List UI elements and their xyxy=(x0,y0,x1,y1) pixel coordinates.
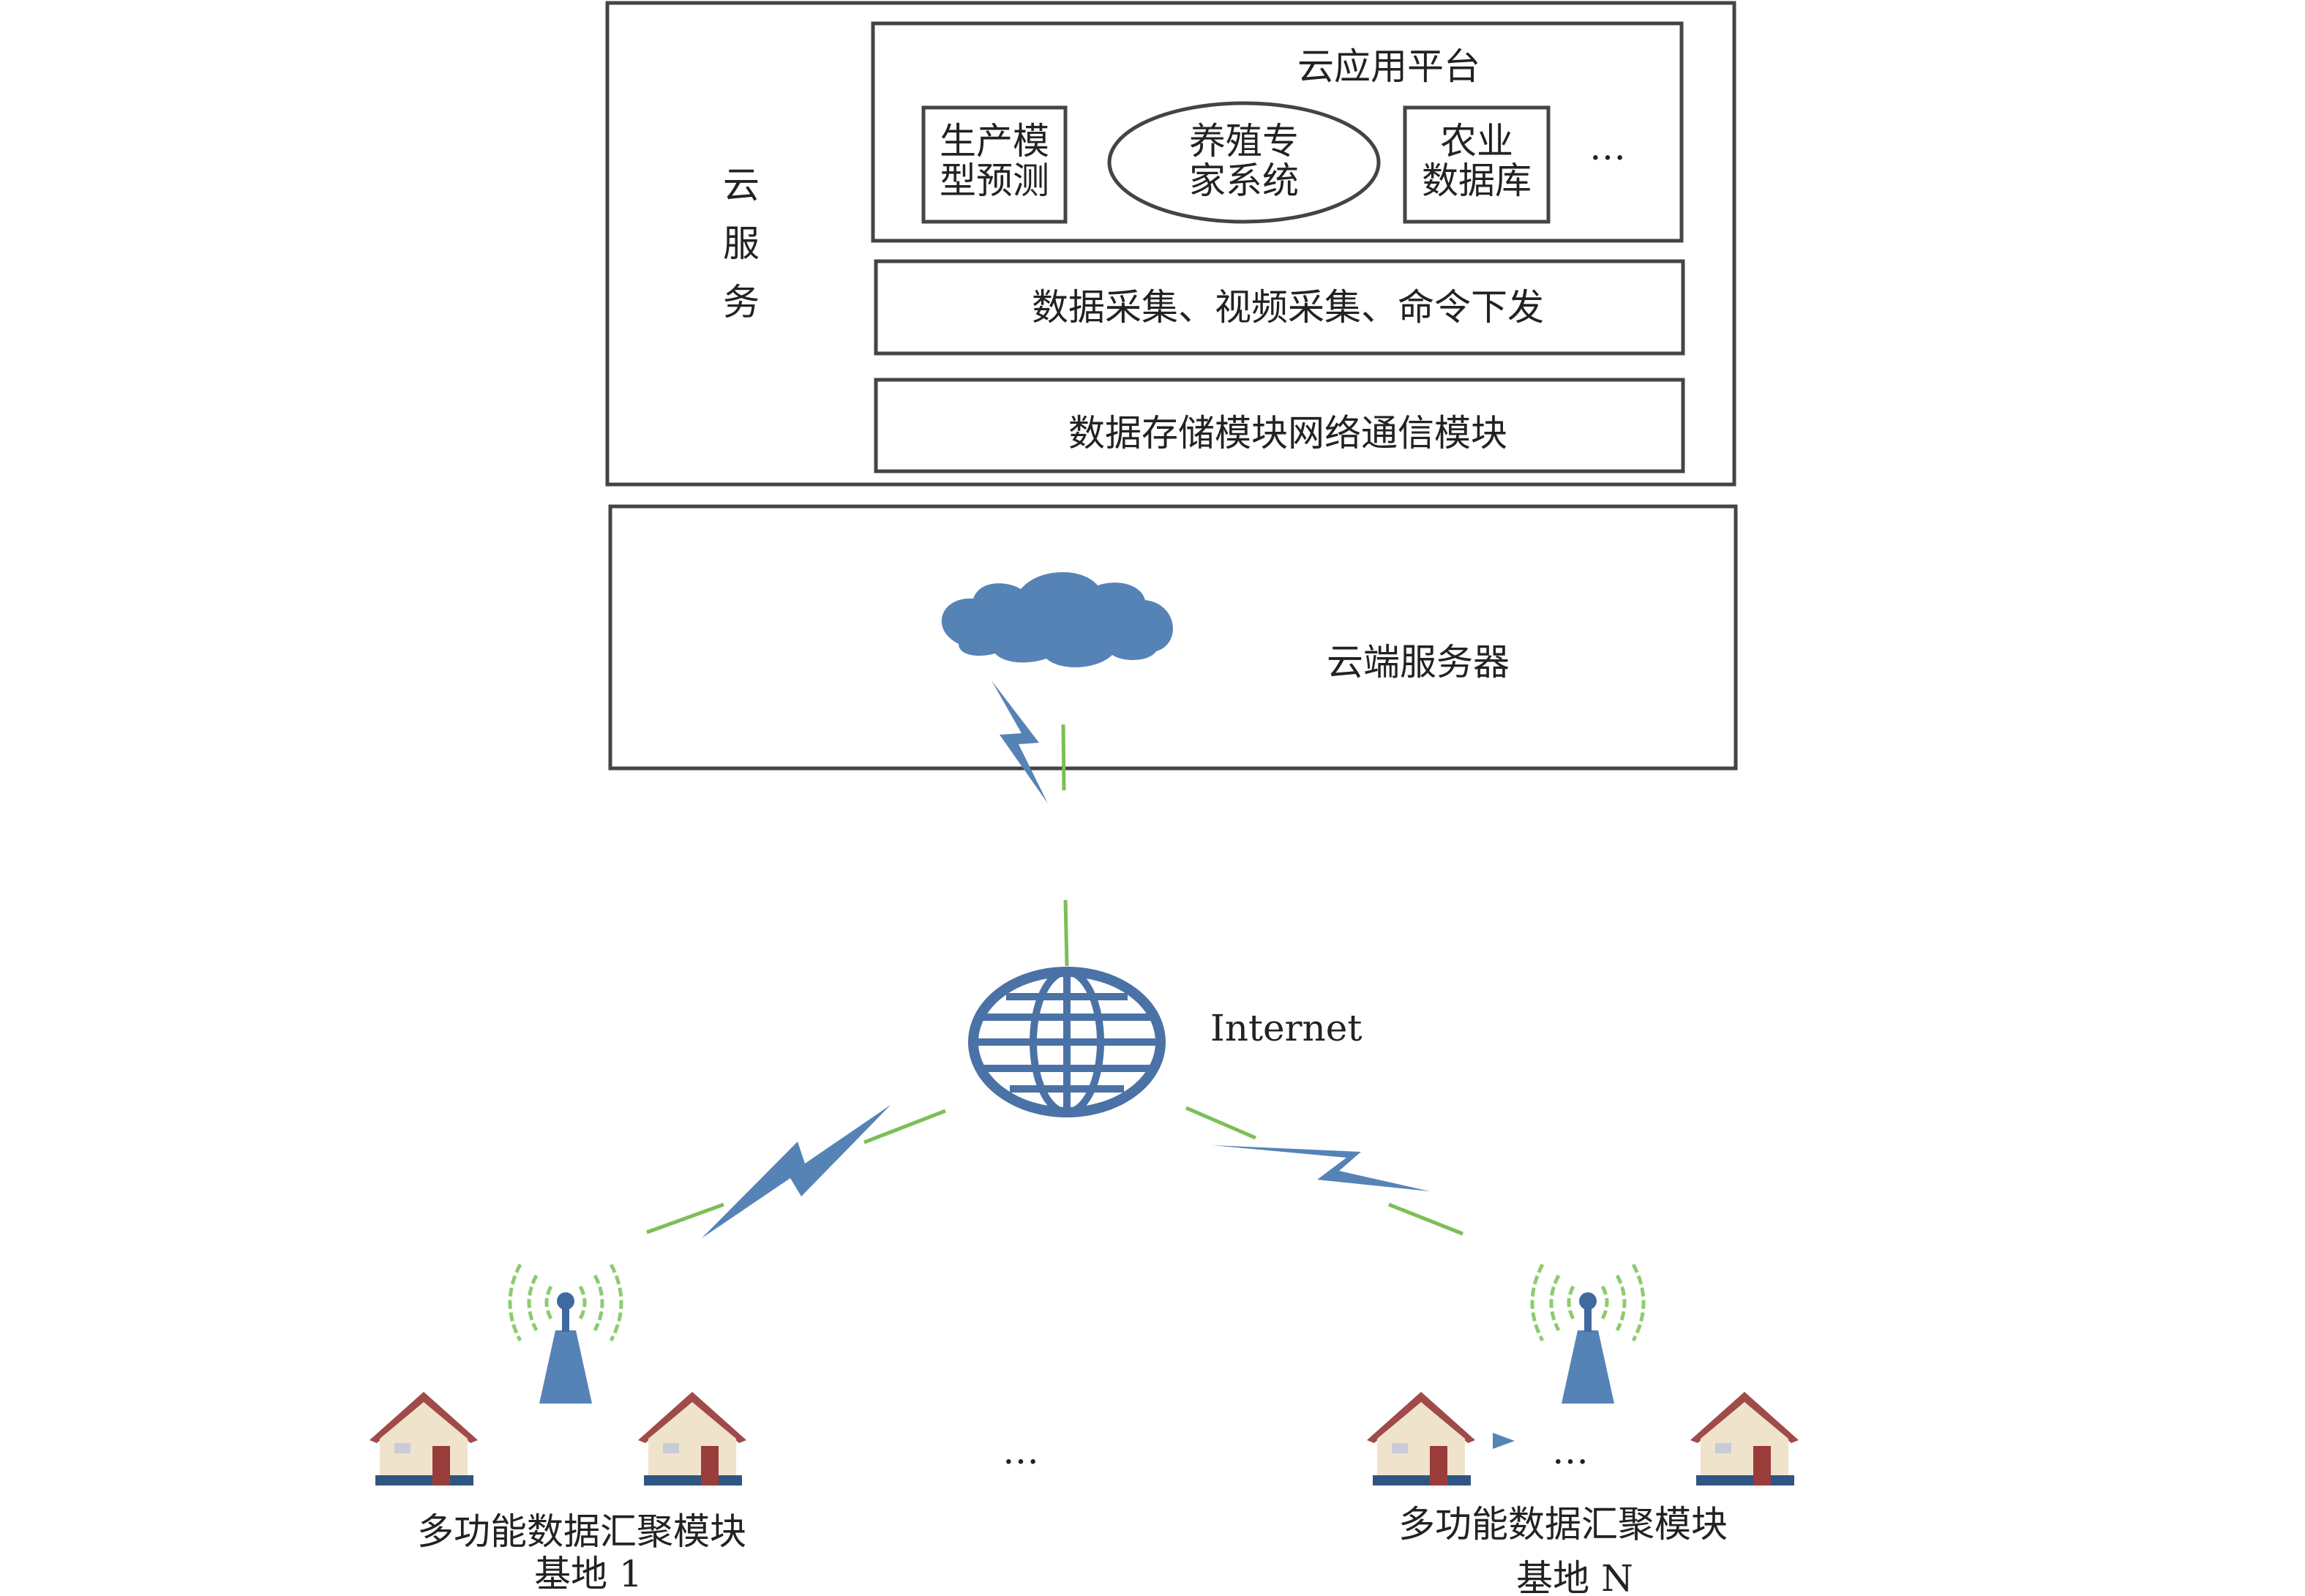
cloud-service-frame xyxy=(605,1,1736,487)
cloud-server-block: 云端服务器 xyxy=(608,504,1738,771)
acquisition-layer-label: 数据采集、视频采集、命令下发 xyxy=(1032,286,1544,329)
storage-layer-box xyxy=(874,378,1685,473)
cloud-icon xyxy=(941,572,1173,667)
right-link-lightning-icon xyxy=(1212,1145,1430,1191)
right-link-line-top xyxy=(1185,1106,1256,1140)
cloud-service-block: 云 服 务 云应用平台 生产模 型预测 养殖专 家系统 农业 数据库 … 数据采… xyxy=(605,1,1736,487)
base-1-module-label: 多功能数据汇聚模块 xyxy=(417,1510,746,1553)
production-model-line1: 生产模 xyxy=(940,120,1049,162)
house-icon xyxy=(1367,1392,1475,1486)
left-link-lightning-icon xyxy=(702,1105,891,1238)
agri-database-line1: 农业 xyxy=(1440,120,1513,162)
arrow-icon xyxy=(1493,1433,1515,1449)
expert-system-line1: 养殖专 xyxy=(1189,120,1299,162)
cloud-service-label-1: 云 xyxy=(723,164,760,206)
antenna-tower-icon xyxy=(510,1265,621,1404)
production-model-box xyxy=(921,105,1068,224)
uplink-line-bottom xyxy=(1063,899,1069,967)
uplink-lightning-icon xyxy=(992,681,1048,803)
internet-label: Internet xyxy=(1210,1007,1362,1049)
house-icon xyxy=(638,1392,746,1486)
base-n: … 多功能数据汇聚模块 基地 N xyxy=(1367,1265,1799,1596)
cloud-server-label: 云端服务器 xyxy=(1327,641,1510,683)
more-apps-ellipsis: … xyxy=(1589,126,1626,168)
base-1-name: 基地 1 xyxy=(534,1553,642,1595)
app-platform-title: 云应用平台 xyxy=(1297,45,1480,88)
base-1: 多功能数据汇聚模块 基地 1 xyxy=(370,1265,746,1595)
storage-layer-label: 数据存储模块网络通信模块 xyxy=(1068,412,1507,454)
cloud-app-platform: 云应用平台 生产模 型预测 养殖专 家系统 农业 数据库 … xyxy=(871,21,1684,243)
cloud-service-label-2: 服 xyxy=(723,222,760,265)
expert-system-line2: 家系统 xyxy=(1189,160,1299,202)
cloud-service-label-3: 务 xyxy=(723,281,760,323)
left-link-line-top xyxy=(863,1109,946,1144)
expert-system-ellipse xyxy=(1107,101,1381,224)
right-link-line-bottom xyxy=(1388,1202,1463,1236)
internet-globe-icon xyxy=(968,967,1166,1117)
house-icon xyxy=(370,1392,478,1486)
house-icon xyxy=(1690,1392,1799,1486)
antenna-tower-icon xyxy=(1532,1265,1644,1404)
left-link-line-bottom xyxy=(646,1202,724,1235)
base-n-name: 基地 N xyxy=(1516,1557,1633,1596)
uplink-line-top xyxy=(1061,724,1066,791)
production-model-line2: 型预测 xyxy=(940,160,1049,202)
cloud-server-frame xyxy=(608,504,1738,771)
base-n-ellipsis: … xyxy=(1552,1430,1589,1472)
middle-ellipsis: … xyxy=(1002,1430,1039,1472)
app-platform-frame xyxy=(871,21,1684,243)
base-n-module-label: 多功能数据汇聚模块 xyxy=(1398,1503,1728,1546)
acquisition-layer-box xyxy=(874,259,1685,356)
agri-database-box xyxy=(1403,105,1551,224)
agri-database-line2: 数据库 xyxy=(1422,160,1532,202)
